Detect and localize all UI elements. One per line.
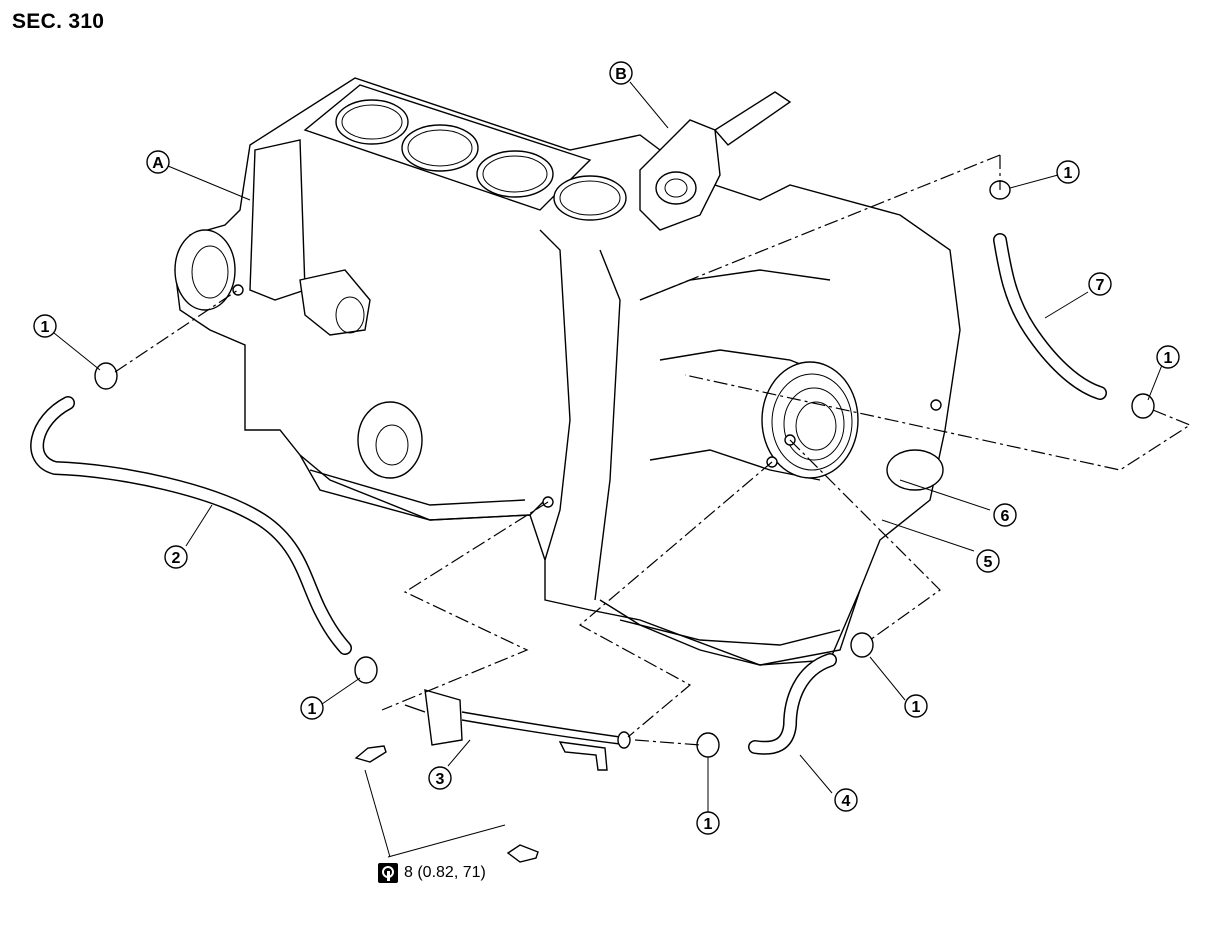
callout-3: 3: [428, 766, 452, 790]
heater-hose-4: [748, 653, 837, 755]
callout-2-label: 2: [172, 550, 181, 567]
callout-1-lower-right: 1: [904, 694, 928, 718]
callout-4-label: 4: [842, 793, 851, 810]
heater-hose-7: [993, 233, 1107, 400]
callout-1-label: 1: [41, 319, 50, 336]
torque-wrench-icon: [378, 863, 398, 883]
callout-1-left: 1: [33, 314, 57, 338]
callout-5: 5: [976, 549, 1000, 573]
callout-a-label: A: [152, 155, 164, 172]
torque-spec: 8 (0.82, 71): [378, 863, 486, 883]
callout-1-mid: 1: [300, 696, 324, 720]
callout-b-label: B: [615, 66, 627, 83]
callout-7: 7: [1088, 272, 1112, 296]
callout-2: 2: [164, 545, 188, 569]
callout-1-label: 1: [1064, 165, 1073, 182]
section-title: SEC. 310: [12, 10, 105, 33]
callout-b: B: [609, 61, 633, 85]
dashed-leaders: [114, 154, 1192, 746]
callout-1-label: 1: [1164, 350, 1173, 367]
callout-a: A: [146, 150, 170, 174]
leader-lines: [53, 81, 1163, 858]
heater-hose-2: [30, 396, 352, 655]
engine-block: [174, 77, 961, 666]
callout-1-top: 1: [1056, 160, 1080, 184]
callout-1-right: 1: [1156, 345, 1180, 369]
callout-4: 4: [834, 788, 858, 812]
callout-7-label: 7: [1096, 277, 1105, 294]
clamps: [94, 180, 1155, 758]
callout-6-label: 6: [1001, 508, 1010, 525]
torque-spec-value: 8 (0.82, 71): [404, 864, 486, 881]
callout-1-bottom: 1: [696, 811, 720, 835]
callout-6: 6: [993, 503, 1017, 527]
callout-3-label: 3: [436, 771, 445, 788]
callout-1-label: 1: [912, 699, 921, 716]
callout-1-label: 1: [308, 701, 317, 718]
bolts: [354, 745, 539, 863]
callout-1-label: 1: [704, 816, 713, 833]
callout-5-label: 5: [984, 554, 993, 571]
heater-pipe-3: [404, 689, 631, 771]
